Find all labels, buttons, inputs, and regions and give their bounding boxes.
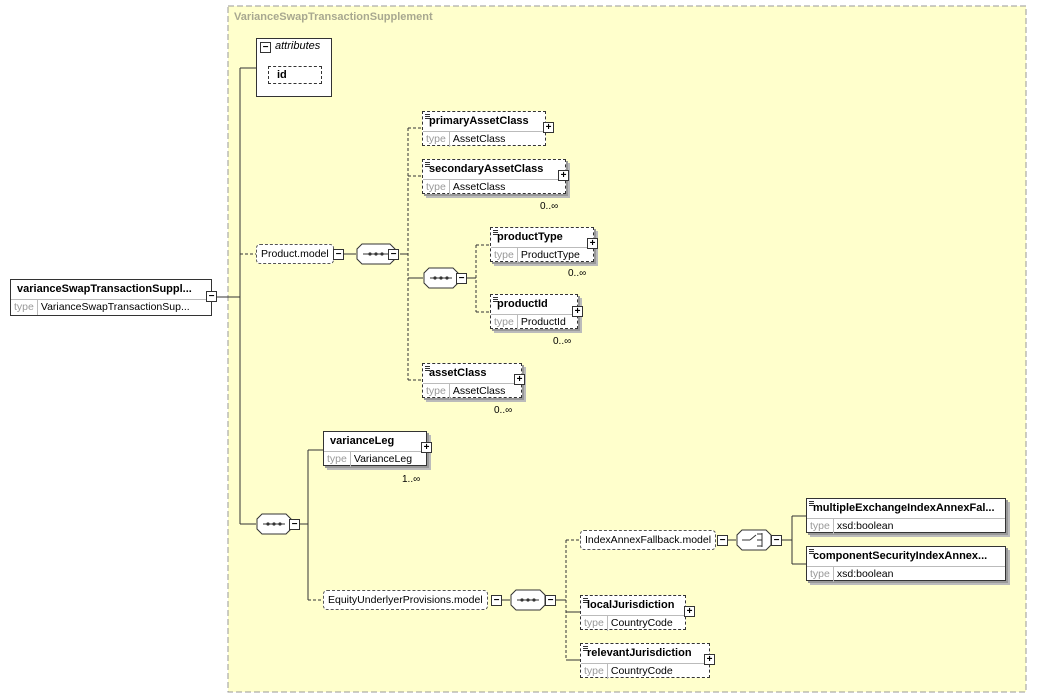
cardinality: 0..∞ — [540, 201, 559, 212]
expand-icon[interactable]: + — [572, 306, 583, 317]
expand-icon[interactable]: + — [421, 442, 432, 453]
group-index-annex-fallback-model[interactable]: IndexAnnexFallback.model — [580, 530, 717, 550]
cardinality: 0..∞ — [494, 405, 513, 416]
element-name: primaryAssetClass — [429, 115, 529, 127]
type-label: type — [807, 567, 834, 582]
element-type: AssetClass — [452, 385, 506, 397]
collapse-icon[interactable]: − — [545, 595, 556, 606]
documentation-icon — [493, 230, 498, 235]
type-label: type — [581, 664, 608, 679]
element-type: ProductId — [520, 316, 566, 328]
expand-icon[interactable]: + — [558, 170, 569, 181]
sequence-compositor-product — [356, 243, 396, 265]
element-name: relevantJurisdiction — [587, 647, 692, 659]
expand-icon[interactable]: + — [684, 606, 695, 617]
element-name: varianceLeg — [330, 435, 395, 447]
element-type: AssetClass — [452, 181, 506, 193]
type-label: type — [807, 519, 834, 534]
element-name: secondaryAssetClass — [429, 163, 544, 175]
expand-icon[interactable]: + — [543, 122, 554, 133]
cardinality: 1..∞ — [402, 474, 421, 485]
element-type: AssetClass — [452, 133, 506, 145]
expand-icon[interactable]: + — [514, 374, 525, 385]
element-name: componentSecurityIndexAnnex... — [813, 550, 988, 562]
collapse-icon[interactable]: − — [717, 535, 728, 546]
documentation-icon — [809, 549, 814, 554]
documentation-icon — [583, 598, 588, 603]
collapse-icon[interactable]: − — [206, 291, 217, 302]
documentation-icon — [425, 162, 430, 167]
choice-compositor — [736, 529, 772, 551]
element-type: xsd:boolean — [836, 568, 894, 580]
type-label: type — [423, 180, 450, 195]
type-label: type — [423, 384, 450, 399]
container-title: VarianceSwapTransactionSupplement — [234, 11, 433, 23]
documentation-icon — [583, 646, 588, 651]
type-label: type — [491, 315, 518, 330]
collapse-icon[interactable]: − — [260, 42, 271, 53]
element-name: productId — [497, 298, 548, 310]
group-product-model[interactable]: Product.model — [256, 244, 334, 264]
element-type: xsd:boolean — [836, 520, 894, 532]
cardinality: 0..∞ — [553, 336, 572, 347]
sequence-compositor-equity — [510, 589, 546, 611]
collapse-icon[interactable]: − — [333, 249, 344, 260]
sequence-compositor-bottom — [256, 513, 292, 535]
documentation-icon — [809, 501, 814, 506]
element-type: ProductType — [520, 249, 580, 261]
element-name: assetClass — [429, 367, 487, 379]
root-element-name: varianceSwapTransactionSuppl... — [17, 283, 192, 295]
type-label: type — [324, 452, 351, 467]
expand-icon[interactable]: + — [704, 654, 715, 665]
element-name: multipleExchangeIndexAnnexFal... — [813, 502, 995, 514]
collapse-icon[interactable]: − — [388, 249, 399, 260]
collapse-icon[interactable]: − — [491, 595, 502, 606]
root-element-type: VarianceSwapTransactionSup... — [40, 301, 190, 313]
collapse-icon[interactable]: − — [771, 535, 782, 546]
type-label: type — [423, 132, 450, 147]
collapse-icon[interactable]: − — [289, 519, 300, 530]
documentation-icon — [425, 114, 430, 119]
attributes-label: attributes — [275, 40, 321, 52]
element-type: CountryCode — [610, 665, 673, 677]
sequence-compositor-nested — [423, 267, 459, 289]
type-label: type — [11, 300, 38, 315]
element-type: CountryCode — [610, 617, 673, 629]
type-label: type — [491, 248, 518, 263]
attribute-id[interactable]: id — [268, 66, 322, 84]
cardinality: 0..∞ — [568, 268, 587, 279]
collapse-icon[interactable]: − — [456, 273, 467, 284]
group-equity-underlyer-provisions-model[interactable]: EquityUnderlyerProvisions.model — [323, 590, 488, 610]
documentation-icon — [425, 366, 430, 371]
expand-icon[interactable]: + — [587, 238, 598, 249]
element-name: localJurisdiction — [587, 599, 675, 611]
element-type: VarianceLeg — [353, 453, 413, 465]
type-label: type — [581, 616, 608, 631]
documentation-icon — [493, 297, 498, 302]
element-name: productType — [497, 231, 563, 243]
